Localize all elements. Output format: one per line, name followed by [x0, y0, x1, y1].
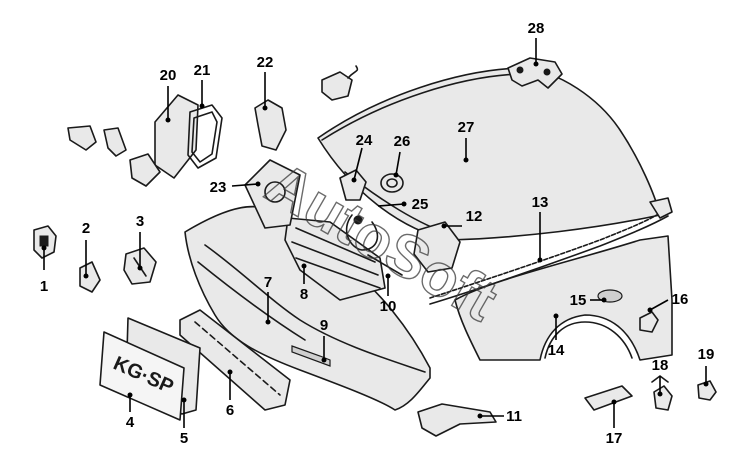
callout-6: 6 — [226, 402, 234, 419]
rod-10-part — [367, 254, 403, 276]
small-bracket-parts — [67, 125, 161, 187]
bumper-strip-part — [291, 345, 331, 367]
hood-lock-part — [321, 65, 359, 101]
part-2 — [79, 261, 101, 293]
callout-3: 3 — [136, 213, 144, 230]
callout-27: 27 — [458, 119, 475, 136]
callout-5: 5 — [180, 430, 188, 447]
hood-hinge-part — [507, 57, 563, 89]
leader-dots — [41, 61, 709, 419]
lamp-gasket-part — [187, 104, 223, 169]
callout-26: 26 — [394, 133, 411, 150]
callout-2: 2 — [82, 220, 90, 237]
callout-11: 11 — [506, 408, 522, 425]
cable-25-part — [345, 214, 379, 251]
leader-lines — [43, 38, 707, 428]
nut-19-part — [697, 380, 717, 401]
callout-12: 12 — [466, 208, 483, 225]
bumper-absorber-part — [179, 309, 291, 411]
bracket-12-part — [413, 221, 461, 273]
callout-16: 16 — [672, 291, 689, 308]
license-plate-part: KG·SP — [99, 331, 185, 421]
callout-10: 10 — [380, 298, 397, 315]
callout-13: 13 — [532, 194, 549, 211]
callout-21: 21 — [194, 62, 211, 79]
callout-labels: 1 2 3 4 5 6 7 8 9 10 11 12 13 14 15 16 1… — [40, 20, 715, 447]
part-1 — [33, 225, 57, 259]
lamp-glass-part — [154, 94, 199, 179]
callout-28: 28 — [528, 20, 545, 37]
wing-part — [454, 235, 673, 361]
clip-16-part — [639, 311, 659, 333]
callout-25: 25 — [412, 196, 429, 213]
callout-24: 24 — [356, 132, 373, 149]
hinge-11-part — [417, 403, 497, 437]
callout-1: 1 — [40, 278, 48, 295]
grille-part — [284, 217, 386, 301]
callout-23: 23 — [210, 179, 227, 196]
callout-19: 19 — [698, 346, 715, 363]
headlight-bracket-part — [254, 99, 287, 151]
callout-15: 15 — [570, 292, 587, 309]
headlight-part — [244, 159, 301, 229]
seal-strip-part — [429, 197, 673, 305]
callout-4: 4 — [126, 414, 135, 431]
clip-24-part — [339, 169, 367, 201]
callout-8: 8 — [300, 286, 308, 303]
callout-9: 9 — [320, 317, 328, 334]
reflector-17-part — [584, 385, 633, 411]
callout-22: 22 — [257, 54, 274, 71]
callout-14: 14 — [548, 342, 565, 359]
callout-18: 18 — [652, 357, 669, 374]
grommet-26-part — [380, 173, 404, 193]
callout-20: 20 — [160, 67, 177, 84]
callout-17: 17 — [606, 430, 623, 447]
callout-7: 7 — [264, 274, 272, 291]
